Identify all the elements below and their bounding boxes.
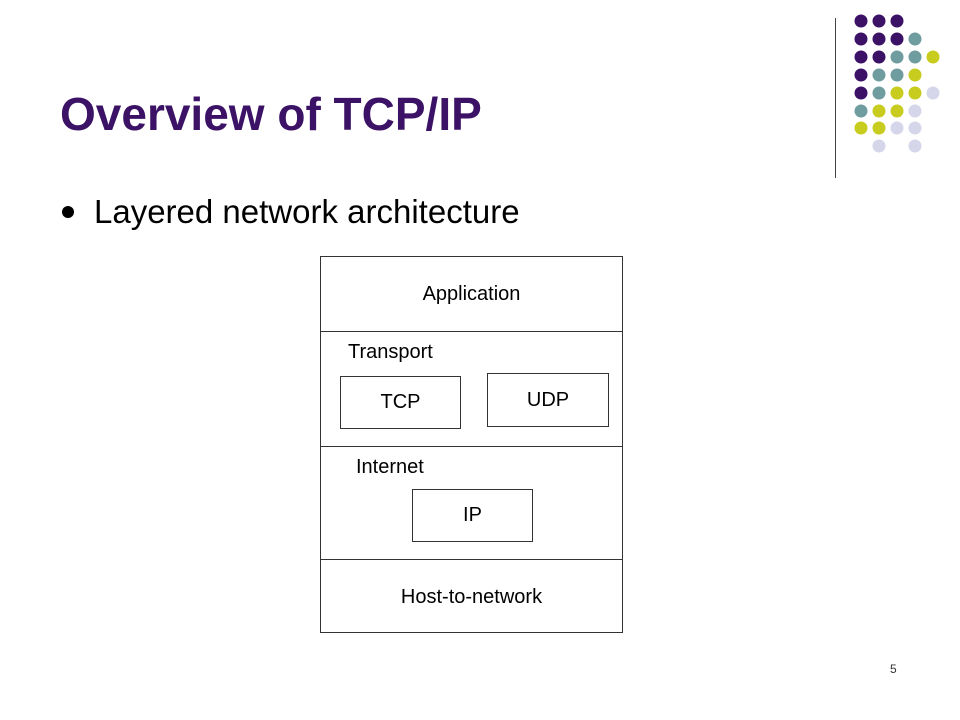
protocol-ip-label: IP xyxy=(463,504,482,526)
title-divider-line xyxy=(835,18,836,178)
bullet-dot-icon xyxy=(62,206,74,218)
decorative-dot xyxy=(872,121,886,135)
decorative-dot xyxy=(926,50,940,64)
bullet-text: Layered network architecture xyxy=(94,193,520,230)
decorative-dot xyxy=(854,68,868,82)
decorative-dot xyxy=(854,50,868,64)
layer-transport-label: Transport xyxy=(348,341,433,363)
layer-host-to-network-label: Host-to-network xyxy=(400,586,543,608)
decorative-dot-pattern xyxy=(854,14,940,153)
decorative-dot xyxy=(908,32,922,46)
decorative-dot xyxy=(890,68,904,82)
decorative-dot xyxy=(872,14,886,28)
decorative-dot xyxy=(872,68,886,82)
decorative-dot xyxy=(908,86,922,100)
tcpip-layer-diagram: Application Transport TCP UDP Internet I… xyxy=(320,256,623,633)
layer-separator xyxy=(321,559,622,560)
protocol-box-tcp: TCP xyxy=(340,376,461,429)
decorative-dot xyxy=(872,139,886,153)
decorative-dot xyxy=(890,14,904,28)
decorative-dot xyxy=(854,14,868,28)
page-number: 5 xyxy=(890,662,897,676)
decorative-dot xyxy=(872,104,886,118)
layer-separator xyxy=(321,331,622,332)
decorative-dot xyxy=(872,32,886,46)
decorative-dot xyxy=(908,139,922,153)
layer-internet-label: Internet xyxy=(356,456,424,478)
decorative-dot xyxy=(872,86,886,100)
decorative-dot xyxy=(854,86,868,100)
decorative-dot xyxy=(926,86,940,100)
protocol-box-udp: UDP xyxy=(487,373,609,427)
decorative-dot xyxy=(908,104,922,118)
decorative-dot xyxy=(908,50,922,64)
protocol-box-ip: IP xyxy=(412,489,533,542)
decorative-dot xyxy=(890,86,904,100)
decorative-dot xyxy=(890,104,904,118)
layer-application-label: Application xyxy=(422,283,521,305)
decorative-dot xyxy=(890,50,904,64)
decorative-dot xyxy=(890,32,904,46)
protocol-tcp-label: TCP xyxy=(380,391,421,413)
protocol-udp-label: UDP xyxy=(526,388,570,411)
decorative-dot xyxy=(854,104,868,118)
decorative-dot xyxy=(908,68,922,82)
layer-separator xyxy=(321,446,622,447)
slide-title: Overview of TCP/IP xyxy=(60,88,482,140)
decorative-dot xyxy=(872,50,886,64)
decorative-dot xyxy=(890,121,904,135)
decorative-dot xyxy=(908,121,922,135)
bullet-item: Layered network architecture xyxy=(62,190,520,234)
decorative-dot xyxy=(854,32,868,46)
decorative-dot xyxy=(854,121,868,135)
